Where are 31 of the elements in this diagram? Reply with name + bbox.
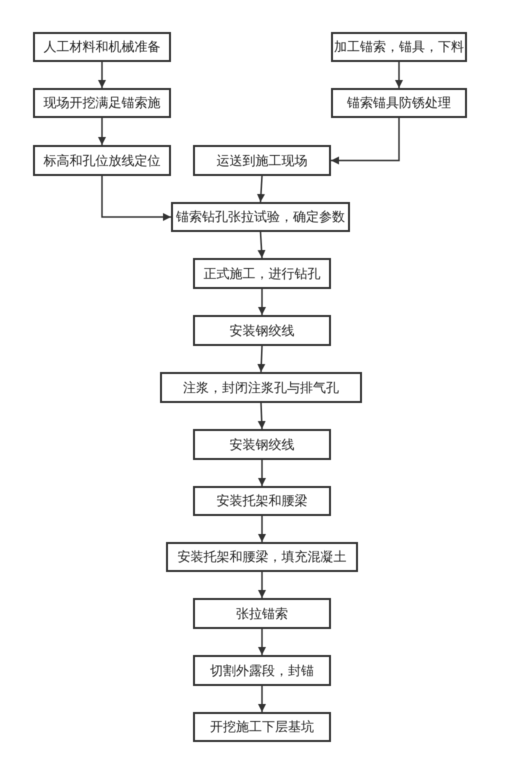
arrow <box>256 176 265 202</box>
process-box: 锚索锚具防锈处理 <box>331 88 467 118</box>
arrow <box>258 289 266 315</box>
arrow <box>98 62 106 88</box>
process-box: 标高和孔位放线定位 <box>33 145 171 176</box>
arrow <box>258 516 266 542</box>
process-box: 现场开挖满足锚索施 <box>33 88 171 118</box>
arrow <box>395 62 403 88</box>
process-box: 运送到施工现场 <box>193 145 331 176</box>
arrow <box>257 346 266 372</box>
process-box: 锚索钻孔张拉试验，确定参数 <box>171 202 350 232</box>
arrow <box>258 232 266 258</box>
arrow <box>258 460 266 486</box>
process-box: 加工锚索，锚具，下料 <box>331 32 467 62</box>
process-box: 张拉锚索 <box>193 598 331 629</box>
arrow <box>258 686 266 712</box>
process-box: 切割外露段，封锚 <box>193 655 331 686</box>
process-box: 注浆，封闭注浆孔与排气孔 <box>160 372 362 403</box>
process-box: 人工材料和机械准备 <box>33 32 171 62</box>
process-box: 安装托架和腰梁，填充混凝土 <box>166 542 358 572</box>
process-box: 安装托架和腰梁 <box>193 486 331 516</box>
process-box: 安装钢绞线 <box>193 315 331 346</box>
arrow <box>98 118 106 145</box>
process-box: 安装钢绞线 <box>193 429 331 460</box>
arrow <box>258 572 266 598</box>
process-box: 开挖施工下层基坑 <box>193 712 331 742</box>
arrow <box>331 118 400 164</box>
arrow <box>258 629 266 655</box>
process-box: 正式施工，进行钻孔 <box>193 258 331 289</box>
arrow <box>258 402 266 430</box>
arrow <box>101 176 171 221</box>
